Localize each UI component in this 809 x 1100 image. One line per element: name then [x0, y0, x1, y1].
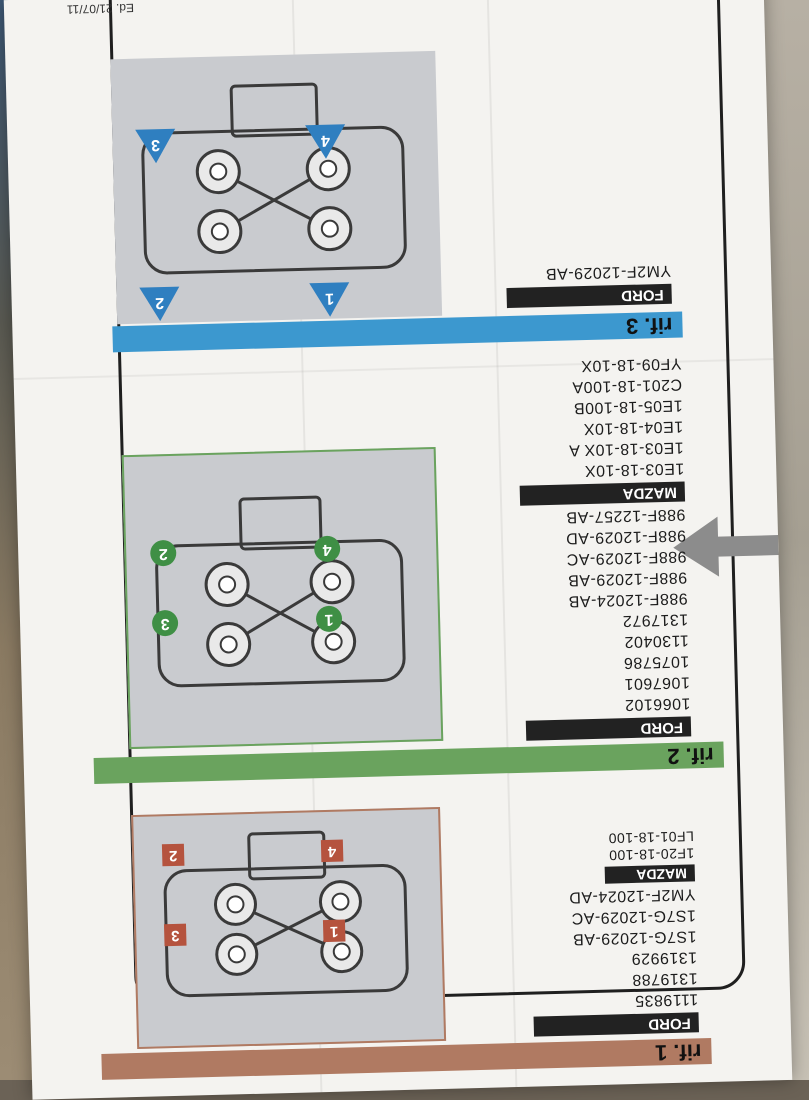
- coil-pack-diagram: [141, 82, 407, 275]
- arrow-left-icon: [673, 516, 779, 577]
- marker-3-label: 3: [150, 136, 161, 154]
- rif-2-label: rif. 2: [666, 742, 715, 770]
- instruction-sheet: rif. 1 FORD 1119835 1319788 1319929 1S7G…: [3, 0, 793, 1100]
- rif-1-coil-diagram: 1 2 3 4: [131, 806, 447, 1050]
- rif-2-coil-diagram: 1 2 3 4: [121, 446, 444, 750]
- part-number: YM2F-12029-AB: [545, 261, 672, 283]
- marker-2-label: 2: [155, 294, 165, 312]
- section-rif-1: rif. 1 FORD 1119835 1319788 1319929 1S7G…: [85, 782, 713, 1098]
- brand-mazda: MAZDA: [519, 481, 686, 506]
- brand-ford: FORD: [533, 1012, 699, 1037]
- rif-1-parts-list: FORD 1119835 1319788 1319929 1S7G-12029-…: [474, 827, 699, 1040]
- rif-3-parts-list: FORD YM2F-12029-AB: [471, 260, 672, 311]
- rif-2-parts-list: FORD 1066102 1067601 1075786 1130402 131…: [461, 353, 692, 745]
- edition-date: Ed. 21/07/11: [66, 0, 135, 17]
- marker-3: 3: [163, 923, 187, 947]
- rif-3-coil-diagram: 1 2 3 4: [110, 50, 443, 325]
- marker-4-label: 4: [320, 131, 331, 149]
- brand-mazda: MAZDA: [604, 864, 696, 884]
- marker-1-label: 1: [324, 289, 335, 307]
- section-rif-2: rif. 2 FORD 1066102 1067601 1075786 1130…: [74, 355, 725, 798]
- sheet-content-upside-down: rif. 1 FORD 1119835 1319788 1319929 1S7G…: [4, 0, 793, 1100]
- marker-4: 4: [320, 839, 344, 863]
- rif-1-label: rif. 1: [654, 1039, 702, 1066]
- coil-pack-diagram: [163, 830, 409, 998]
- rif-2-bar: rif. 2: [93, 741, 725, 785]
- rif-3-label: rif. 3: [625, 312, 673, 339]
- marker-1: 1: [322, 919, 346, 943]
- coil-pack-diagram: [155, 495, 406, 688]
- marker-2: 2: [161, 843, 185, 867]
- brand-ford: FORD: [506, 283, 672, 309]
- brand-ford: FORD: [525, 716, 692, 741]
- section-rif-3: rif. 3 FORD YM2F-12029-AB: [64, 7, 692, 353]
